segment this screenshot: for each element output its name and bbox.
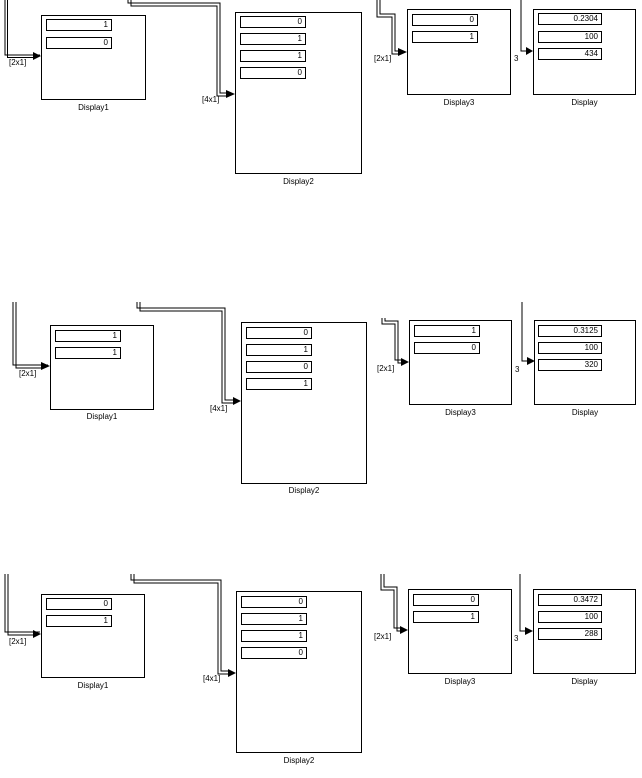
signal-dim-display3: [2x1] — [374, 632, 392, 641]
signal-dim-display: 3 — [514, 54, 519, 63]
wire-display1-a[interactable] — [4, 0, 40, 56]
display2-value-3: 1 — [240, 50, 306, 62]
display1-label: Display1 — [77, 681, 109, 690]
display1-value-2: 1 — [46, 615, 112, 627]
display2-block[interactable]: 0 1 1 0 — [236, 591, 362, 753]
display2-value-3: 1 — [241, 630, 307, 642]
display2-value-2: 1 — [246, 344, 312, 356]
display-value-3: 320 — [538, 359, 602, 371]
wire-display2-b[interactable] — [130, 0, 226, 97]
display2-value-1: 0 — [241, 596, 307, 608]
display1-block[interactable]: 1 1 — [50, 325, 154, 410]
wire-display3-a[interactable] — [376, 0, 398, 55]
wire-display2-a[interactable] — [136, 302, 233, 401]
display-value-1: 0.3472 — [538, 594, 602, 606]
signal-dim-display1: [2x1] — [19, 369, 37, 378]
signal-dim-display: 3 — [515, 365, 520, 374]
wire-display3-a[interactable] — [381, 318, 401, 361]
display3-value-2: 1 — [413, 611, 479, 623]
signal-dim-display2: [4x1] — [203, 674, 221, 683]
display2-value-1: 0 — [240, 16, 306, 28]
display1-value-1: 1 — [55, 330, 121, 342]
display-label: Display — [571, 408, 599, 417]
display1-label: Display1 — [86, 412, 118, 421]
wire-display-main[interactable] — [520, 0, 526, 52]
signal-dim-display1: [2x1] — [9, 637, 27, 646]
display3-block[interactable]: 0 1 — [407, 9, 511, 95]
display2-block[interactable]: 0 1 1 0 — [235, 12, 362, 174]
wire-display1-b[interactable] — [15, 302, 42, 369]
display3-block[interactable]: 1 0 — [409, 320, 512, 405]
wire-display2-a[interactable] — [130, 574, 228, 672]
signal-dim-display2: [4x1] — [202, 95, 220, 104]
signal-dim-display3: [2x1] — [374, 54, 392, 63]
display2-value-2: 1 — [240, 33, 306, 45]
display1-value-1: 0 — [46, 598, 112, 610]
display3-block[interactable]: 0 1 — [408, 589, 512, 674]
display2-value-4: 1 — [246, 378, 312, 390]
wire-display1-b[interactable] — [7, 574, 34, 636]
display-value-2: 100 — [538, 31, 602, 43]
display1-label: Display1 — [78, 103, 109, 112]
display3-value-2: 1 — [412, 31, 478, 43]
wire-display1-b[interactable] — [7, 0, 35, 58]
wire-display2-a[interactable] — [127, 0, 226, 94]
panel-1-wires — [4, 0, 526, 97]
wire-display3-a[interactable] — [380, 574, 400, 629]
display3-value-1: 0 — [413, 594, 479, 606]
display2-value-4: 0 — [241, 647, 307, 659]
display2-label: Display2 — [288, 486, 320, 495]
wire-display3-b[interactable] — [383, 574, 400, 632]
display1-value-1: 1 — [46, 19, 112, 31]
display3-value-1: 0 — [412, 14, 478, 26]
display-block[interactable]: 0.3125 100 320 — [534, 320, 636, 405]
wire-display1-a[interactable] — [4, 574, 40, 633]
display2-label: Display2 — [283, 177, 314, 186]
display-label: Display — [571, 677, 598, 686]
display1-value-2: 1 — [55, 347, 121, 359]
display2-value-1: 0 — [246, 327, 312, 339]
panel-2-wires — [12, 302, 527, 404]
display3-label: Display3 — [443, 98, 475, 107]
signal-dim-display3: [2x1] — [377, 364, 395, 373]
wire-display2-b[interactable] — [133, 574, 228, 675]
signal-dim-display1: [2x1] — [9, 58, 27, 67]
wire-display-main[interactable] — [521, 302, 527, 362]
display-value-3: 288 — [538, 628, 602, 640]
panel-3-wires — [4, 574, 525, 675]
display2-value-3: 0 — [246, 361, 312, 373]
display2-label: Display2 — [283, 756, 315, 765]
display-block[interactable]: 0.3472 100 288 — [533, 589, 636, 674]
wire-display3-b[interactable] — [379, 0, 398, 52]
display-value-1: 0.2304 — [538, 13, 602, 25]
display-value-2: 100 — [538, 342, 602, 354]
wire-display-main[interactable] — [519, 574, 525, 632]
display3-value-1: 1 — [414, 325, 480, 337]
wire-display2-b[interactable] — [139, 302, 233, 404]
display1-value-2: 0 — [46, 37, 112, 49]
display2-value-2: 1 — [241, 613, 307, 625]
display1-block[interactable]: 0 1 — [41, 594, 145, 678]
wire-display1-a[interactable] — [12, 302, 48, 366]
display-value-2: 100 — [538, 611, 602, 623]
signal-dim-display2: [4x1] — [210, 404, 228, 413]
display1-block[interactable]: 1 0 — [41, 15, 146, 100]
signal-dim-display: 3 — [514, 634, 519, 643]
wire-display3-b[interactable] — [384, 318, 401, 364]
display2-value-4: 0 — [240, 67, 306, 79]
display-label: Display — [571, 98, 598, 107]
display3-value-2: 0 — [414, 342, 480, 354]
display2-block[interactable]: 0 1 0 1 — [241, 322, 367, 484]
display-value-3: 434 — [538, 48, 602, 60]
display3-label: Display3 — [445, 408, 476, 417]
display3-label: Display3 — [444, 677, 476, 686]
display-value-1: 0.3125 — [538, 325, 602, 337]
display-block[interactable]: 0.2304 100 434 — [533, 9, 636, 95]
